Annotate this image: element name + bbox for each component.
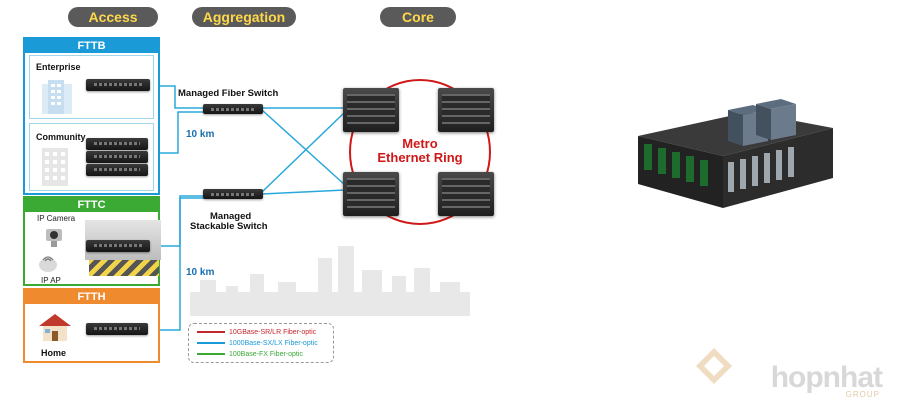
link-ftth-stackable xyxy=(152,197,205,331)
legend-label-10gbase: 10GBase-SR/LR Fiber-optic xyxy=(229,329,317,336)
distance-label-bottom: 10 km xyxy=(186,267,215,278)
link-enterprise-fiber-switch xyxy=(152,85,205,109)
column-aggregation-header: Aggregation xyxy=(192,7,296,27)
panel-fttb: FTTB Enterprise Community xyxy=(23,37,160,195)
legend-swatch-10gbase xyxy=(197,331,225,334)
enterprise-box: Enterprise xyxy=(29,55,154,119)
ip-camera-icon xyxy=(46,229,62,247)
legend-item-10gbase: 10GBase-SR/LR Fiber-optic xyxy=(197,328,316,337)
house-icon xyxy=(39,314,71,341)
panel-fttb-title: FTTB xyxy=(25,39,158,53)
community-switch-2 xyxy=(86,151,148,163)
legend-item-100base: 100Base-FX Fiber-optic xyxy=(197,350,303,359)
managed-stackable-switch xyxy=(203,189,263,199)
metro-ring-label-line1: Metro xyxy=(402,136,438,151)
metro-ring xyxy=(349,79,491,225)
link-stackable-core-top xyxy=(261,111,346,193)
fttc-switch xyxy=(86,240,150,252)
legend-label-100base: 100Base-FX Fiber-optic xyxy=(229,351,303,358)
legend-item-1000base: 1000Base-SX/LX Fiber-optic xyxy=(197,339,318,348)
legend-label-1000base: 1000Base-SX/LX Fiber-optic xyxy=(229,340,318,347)
core-chassis-top-right xyxy=(438,88,494,132)
brand-wordmark: hopnhat xyxy=(770,361,883,394)
enterprise-switch xyxy=(86,79,150,91)
managed-fiber-switch-label: Managed Fiber Switch xyxy=(178,88,279,99)
brand-subtitle: GROUP xyxy=(845,390,880,399)
managed-fiber-switch xyxy=(203,104,263,114)
managed-stackable-switch-label-line2: Stackable Switch xyxy=(190,221,268,232)
link-community-fiber-switch xyxy=(152,111,205,154)
metro-ring-label-line2: Ethernet Ring xyxy=(377,150,463,165)
home-label: Home xyxy=(41,348,67,358)
core-chassis-top-left xyxy=(343,88,399,132)
ip-camera-label: IP Camera xyxy=(37,214,76,223)
column-core-header: Core xyxy=(380,7,456,27)
legend-swatch-100base xyxy=(197,353,225,356)
community-switch-1 xyxy=(86,138,148,150)
city-skyline xyxy=(190,246,470,316)
fiber-legend: 10GBase-SR/LR Fiber-optic 1000Base-SX/LX… xyxy=(188,323,334,363)
media-converter-chassis-image xyxy=(638,99,833,208)
core-chassis-bottom-left xyxy=(343,172,399,216)
link-stackable-core-bottom xyxy=(261,189,346,195)
standalone-media-converter-2 xyxy=(756,99,796,140)
distance-label-top: 10 km xyxy=(186,129,215,140)
office-building-icon xyxy=(42,80,72,114)
core-chassis-bottom-right xyxy=(438,172,494,216)
enterprise-label: Enterprise xyxy=(36,62,81,72)
ip-ap-icon xyxy=(39,256,57,272)
ip-ap-label: IP AP xyxy=(41,276,61,285)
link-fiber-switch-core-bottom xyxy=(261,109,346,186)
apartment-building-icon xyxy=(42,148,68,186)
managed-stackable-switch-label-line1: Managed xyxy=(210,211,252,222)
legend-swatch-1000base xyxy=(197,342,225,345)
column-access-header: Access xyxy=(68,7,158,27)
panel-fttc-title: FTTC xyxy=(25,198,158,212)
street-cabinet-base xyxy=(89,258,159,276)
community-label: Community xyxy=(36,132,86,142)
hopnhat-logo-mark xyxy=(696,348,732,384)
community-switch-3 xyxy=(86,164,148,176)
panel-ftth-title: FTTH xyxy=(25,290,158,304)
ftth-switch xyxy=(86,323,148,335)
